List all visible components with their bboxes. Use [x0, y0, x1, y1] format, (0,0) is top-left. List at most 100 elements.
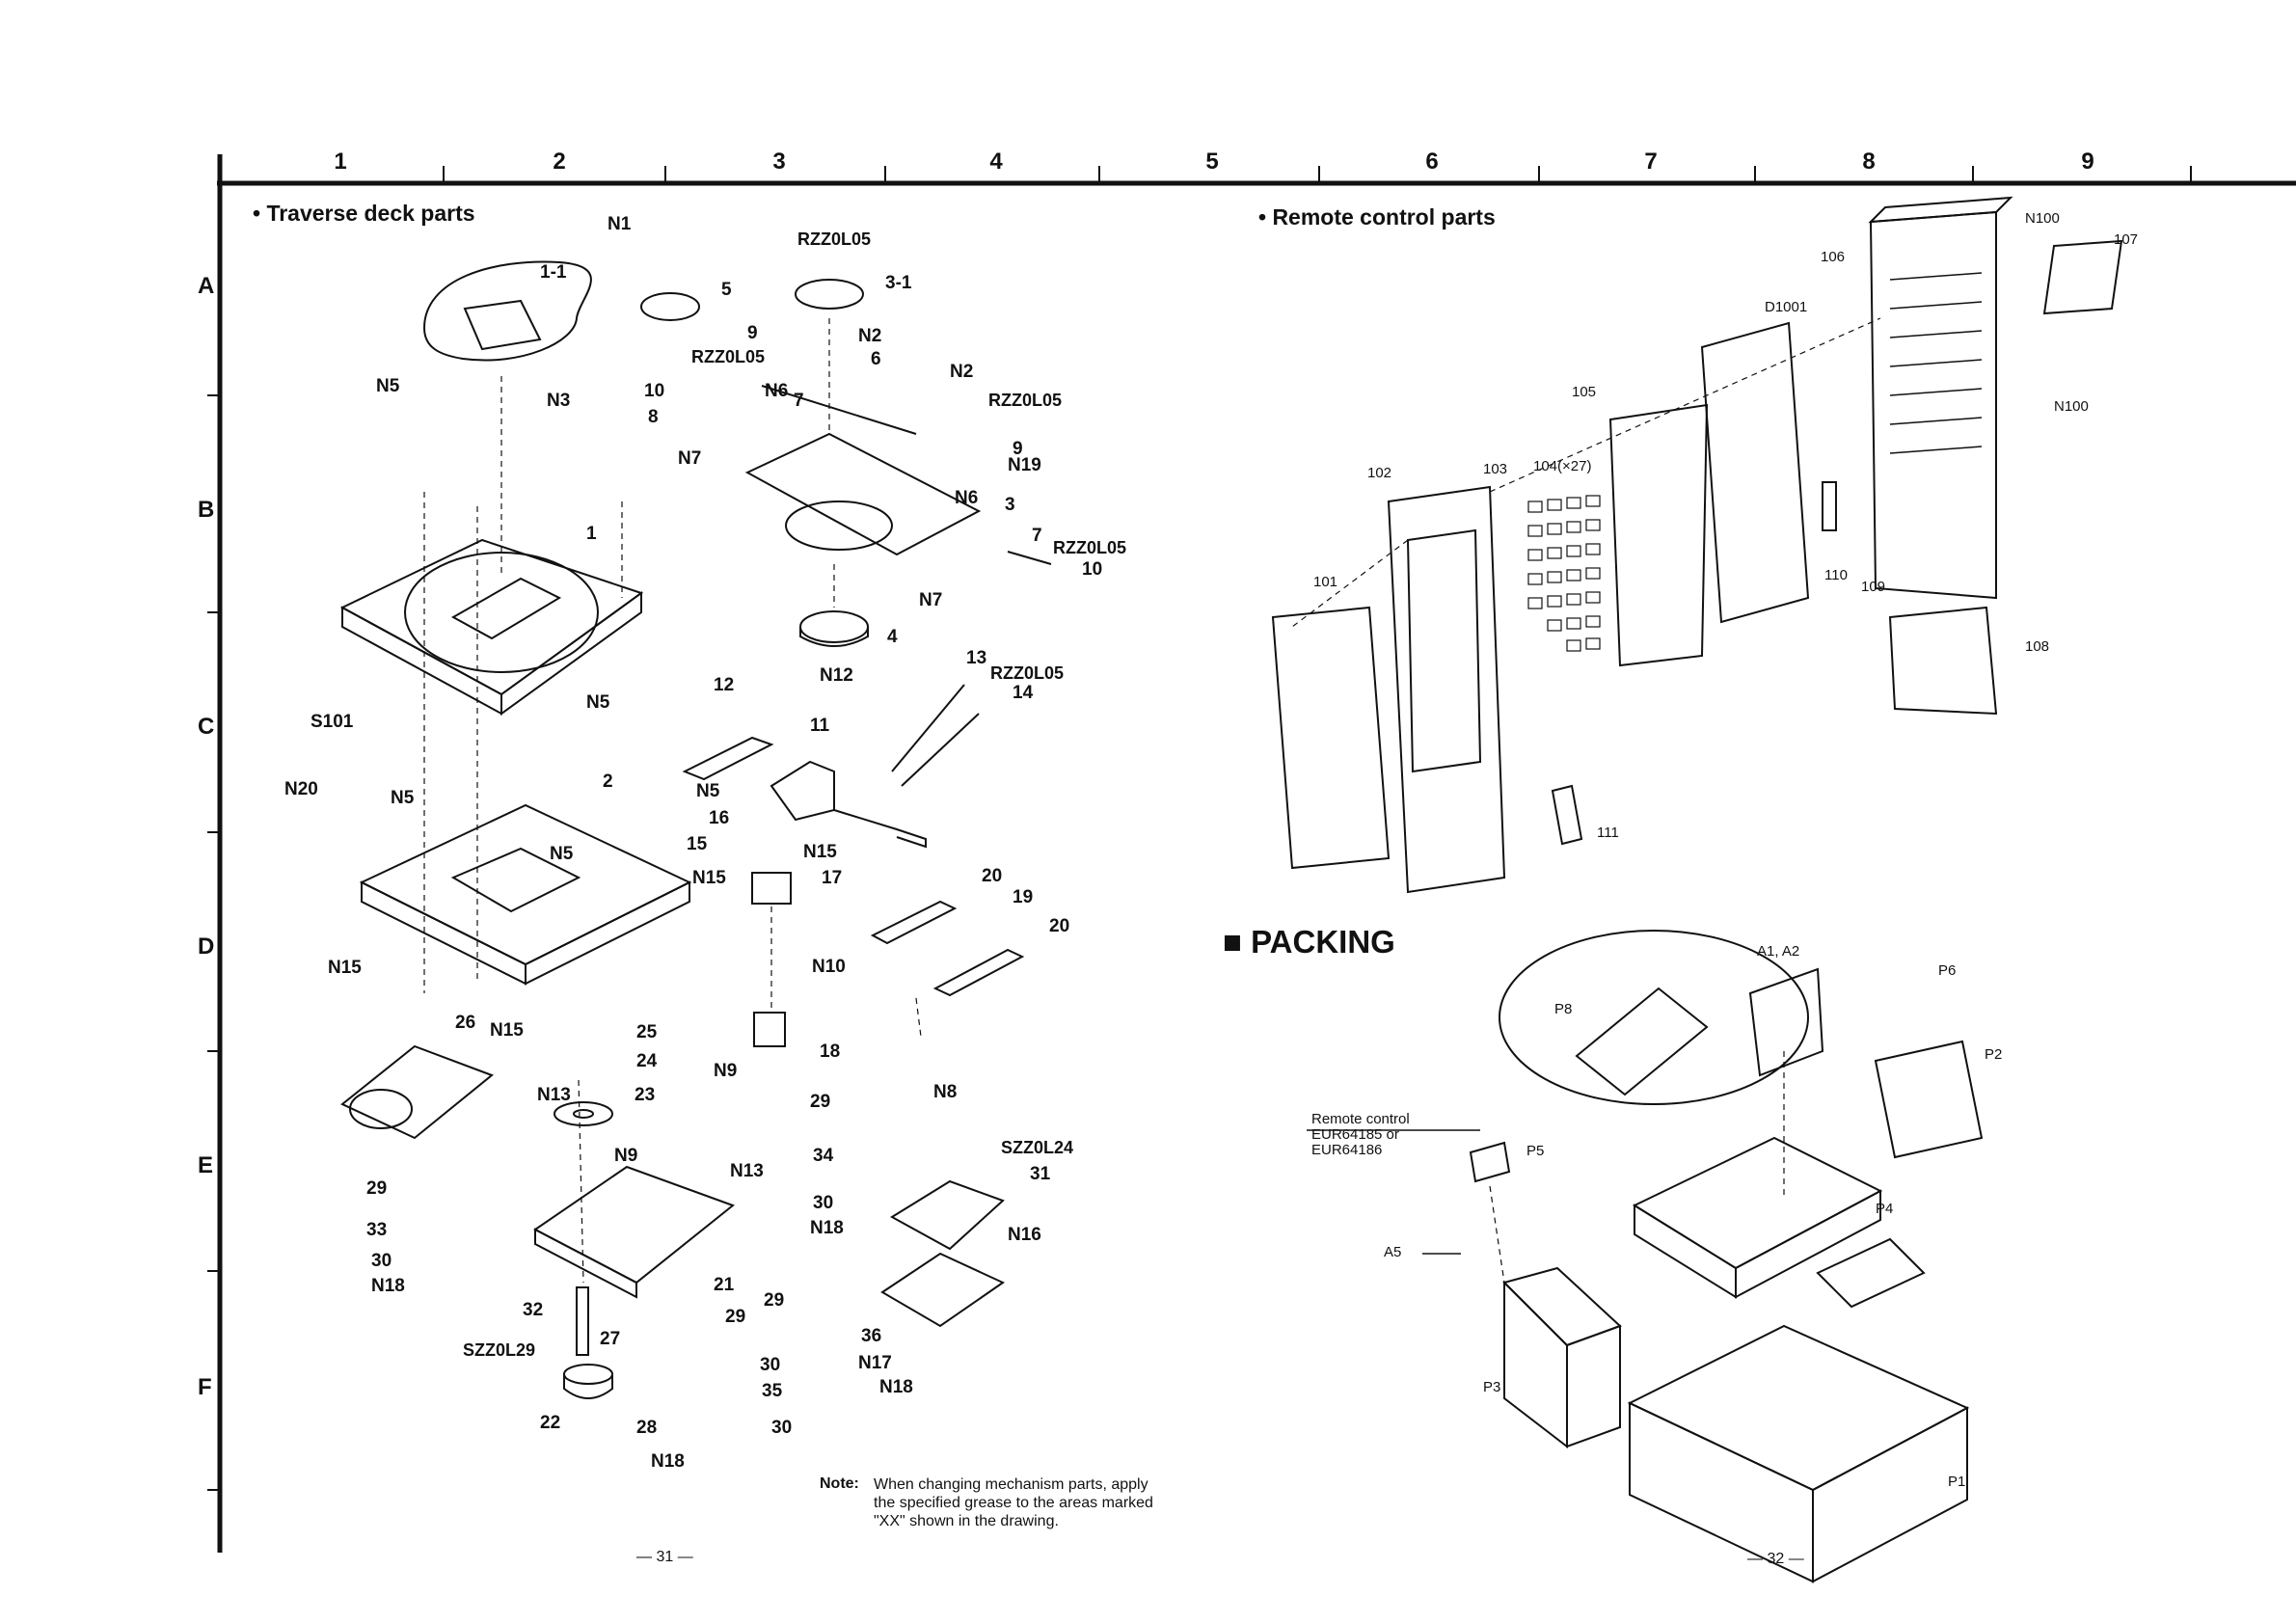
- part-label: D1001: [1765, 299, 1808, 315]
- part-label: N18: [810, 1218, 844, 1238]
- part-label: 35: [762, 1381, 783, 1401]
- part-label: N13: [730, 1161, 764, 1181]
- part-label: 9: [1013, 439, 1023, 459]
- part-label: 1-1: [540, 262, 567, 283]
- part-label: 13: [966, 648, 987, 668]
- part-label: 5: [721, 280, 732, 300]
- part-label: P2: [1985, 1046, 2003, 1063]
- part-label: 30: [813, 1193, 834, 1213]
- part-label: 23: [635, 1085, 656, 1105]
- part-label: RZZ0L05: [988, 391, 1063, 410]
- part-label: 106: [1821, 249, 1846, 265]
- traverse-deck-heading: • Traverse deck parts: [253, 201, 475, 226]
- part-label: N15: [692, 868, 726, 888]
- part-label: A5: [1384, 1244, 1402, 1260]
- part-label: 110: [1824, 567, 1848, 583]
- packing-heading: ■ PACKING: [1223, 924, 1395, 960]
- part-label: N8: [933, 1082, 958, 1102]
- part-label: S101: [311, 712, 354, 732]
- remote-control-heading: • Remote control parts: [1258, 204, 1496, 230]
- row-letter-f: F: [198, 1374, 212, 1400]
- part-label: N17: [858, 1353, 892, 1373]
- part-label: 4: [887, 627, 898, 647]
- part-label: N5: [586, 692, 610, 713]
- remote-control-model: EUR64186: [1311, 1142, 1383, 1158]
- note-label: Note:: [820, 1475, 859, 1492]
- part-label: 25: [636, 1022, 658, 1042]
- part-label: N18: [651, 1451, 685, 1472]
- part-label: RZZ0L05: [990, 663, 1065, 683]
- part-label: 104(×27): [1533, 458, 1592, 474]
- part-label: N15: [803, 842, 837, 862]
- part-label: 10: [1082, 559, 1103, 580]
- part-label: N3: [547, 391, 571, 411]
- part-label: N7: [678, 448, 702, 469]
- part-label: N2: [858, 326, 882, 346]
- part-label: 29: [810, 1092, 831, 1112]
- part-label: P4: [1876, 1201, 1894, 1217]
- part-label: 111: [1597, 825, 1619, 841]
- column-number-9: 9: [2081, 149, 2094, 175]
- part-label: N20: [284, 779, 318, 799]
- page-number-right: — 32 —: [1747, 1551, 1804, 1567]
- part-label: 20: [982, 866, 1003, 886]
- part-label: N16: [1008, 1225, 1041, 1245]
- part-label: N10: [812, 957, 846, 977]
- part-label: 29: [366, 1178, 388, 1199]
- part-label: N12: [820, 665, 853, 686]
- part-label: N15: [328, 958, 362, 978]
- column-number-2: 2: [553, 149, 566, 175]
- row-letter-d: D: [198, 933, 215, 960]
- part-label: N7: [919, 590, 943, 610]
- part-label: 15: [687, 834, 708, 854]
- part-label: N9: [714, 1061, 738, 1081]
- part-label: 17: [822, 868, 843, 888]
- part-label: N15: [490, 1020, 524, 1041]
- part-label: N6: [765, 381, 789, 401]
- part-label: N6: [955, 488, 979, 508]
- part-label: 108: [2025, 638, 2050, 655]
- part-label: 1: [586, 524, 597, 544]
- part-label: N5: [696, 781, 720, 801]
- part-label: SZZ0L29: [463, 1340, 536, 1360]
- row-letter-a: A: [198, 273, 215, 299]
- column-number-4: 4: [989, 149, 1003, 175]
- column-number-1: 1: [334, 149, 347, 175]
- remote-control-models: Remote control EUR64185 or EUR64186: [1311, 1112, 1410, 1158]
- part-label: 7: [794, 391, 804, 411]
- part-label: 26: [455, 1013, 476, 1033]
- part-label: 10: [644, 381, 665, 401]
- part-label: 21: [714, 1275, 735, 1295]
- row-letter-c: C: [198, 714, 215, 740]
- part-label: 12: [714, 675, 735, 695]
- part-label: 30: [771, 1418, 793, 1438]
- part-label: N5: [376, 376, 400, 396]
- part-label: 31: [1030, 1164, 1051, 1184]
- part-label: 11: [810, 716, 830, 736]
- part-label: 33: [366, 1220, 388, 1240]
- part-label: 105: [1572, 384, 1597, 400]
- part-label: 27: [600, 1329, 621, 1349]
- part-label: N100: [2025, 210, 2060, 227]
- part-label: N18: [879, 1377, 913, 1397]
- page-number-left: — 31 —: [636, 1549, 693, 1565]
- part-label: N13: [537, 1085, 571, 1105]
- part-label: 101: [1313, 574, 1338, 590]
- part-label: 24: [636, 1051, 658, 1071]
- part-label: 36: [861, 1326, 882, 1346]
- column-number-8: 8: [1862, 149, 1876, 175]
- row-letter-b: B: [198, 497, 215, 523]
- remote-control-model: EUR64185 or: [1311, 1126, 1399, 1143]
- part-label: 29: [725, 1307, 746, 1327]
- part-label: RZZ0L05: [797, 230, 872, 249]
- part-label: 22: [540, 1413, 561, 1433]
- note-text: When changing mechanism parts, apply the…: [874, 1476, 1153, 1529]
- part-label: N2: [950, 362, 974, 382]
- part-label: 14: [1013, 683, 1034, 703]
- part-label: 8: [648, 407, 659, 427]
- part-label: N18: [371, 1276, 405, 1296]
- remote-control-title: Remote control: [1311, 1111, 1410, 1127]
- part-label: 3: [1005, 495, 1015, 515]
